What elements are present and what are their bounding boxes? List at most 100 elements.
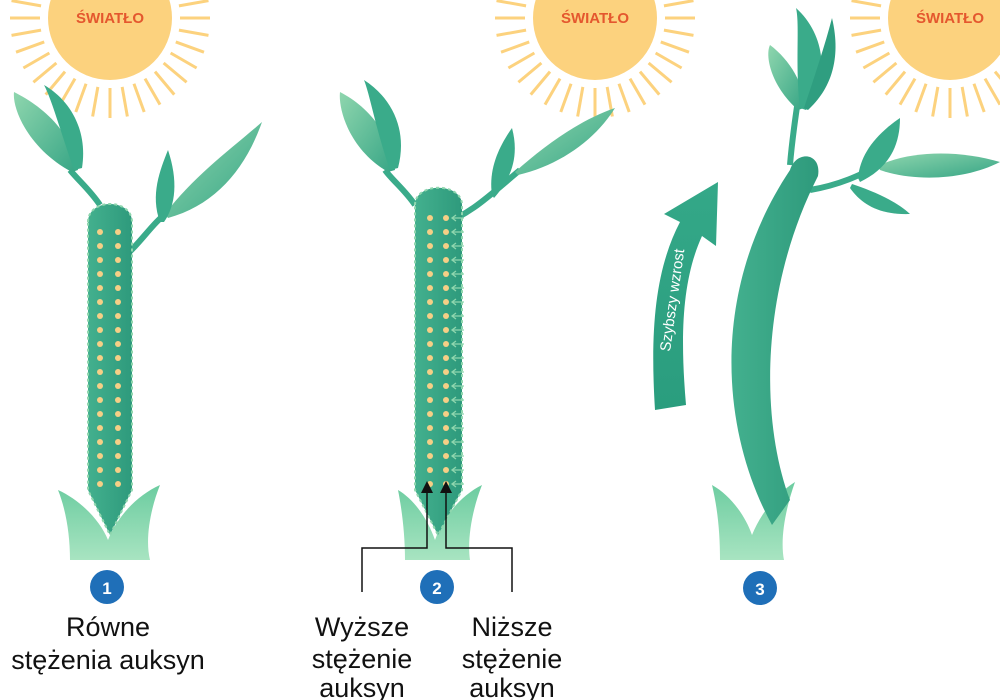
pointer-high-line [361,481,433,592]
auxin-dot [427,313,433,319]
stem-3 [731,156,819,525]
sun-ray [993,70,1000,80]
auxin-dot [115,467,121,473]
auxin-dot [443,439,449,445]
auxin-dot [427,285,433,291]
auxin-dot [443,355,449,361]
stem-2 [414,186,463,538]
number-badge-1 [90,570,124,604]
auxin-dot [427,453,433,459]
sun-ray [660,40,690,54]
auxin-dot [115,425,121,431]
auxin-dot [443,425,449,431]
auxin-flow-arrow [450,480,464,488]
sun-ray [862,51,891,70]
sun-ray [507,51,536,70]
auxin-dot [115,299,121,305]
auxin-flow-arrow [450,396,464,404]
sun-ray [559,83,573,113]
sun-ray [647,61,673,84]
auxin-dot [443,467,449,473]
auxin-dot [443,215,449,221]
sun-label-3: ŚWIATŁO [916,9,984,27]
auxin-dot [115,257,121,263]
sun-ray [931,86,940,117]
auxin-dot [427,467,433,473]
auxin-dot [443,229,449,235]
auxin-dot [97,411,103,417]
auxin-dot [97,481,103,487]
auxin-flow-arrow [450,354,464,362]
auxin-dot [115,229,121,235]
auxin-flow-arrow [450,214,464,222]
sun-ray [851,0,882,8]
auxin-dot [427,229,433,235]
auxin-dot [115,271,121,277]
auxin-dot [443,411,449,417]
auxin-flow-arrow [450,312,464,320]
top-leaf-c-3 [804,18,836,110]
auxin-dot [427,439,433,445]
sun-2: ŚWIATŁO [495,0,695,118]
left-leaf-stalk-1 [67,168,103,207]
auxin-dot [115,397,121,403]
side-leaf-low-3 [850,184,910,215]
sun-ray [983,77,1000,106]
right-leaf-small-2 [491,128,515,198]
auxin-dot [115,383,121,389]
auxin-dot [443,271,449,277]
top-leaf-stalk-3 [787,99,801,166]
stem-1 [87,203,133,538]
auxin-dot [443,327,449,333]
left-leaf-1 [13,92,78,172]
right-leaf-2 [515,108,615,175]
auxin-dot [443,453,449,459]
caption-2-left-line-1: Wyższe [315,612,409,642]
auxin-dot [115,285,121,291]
base-1 [58,485,160,560]
sun-ray [178,0,209,8]
sun-disc-3 [888,0,1000,80]
sun-ray [22,51,51,70]
panel-3: ŚWIATŁO Szybszy wzrost 3 [653,0,1000,605]
auxin-dot [97,313,103,319]
auxin-dot [115,411,121,417]
sun-ray [15,40,45,54]
auxin-dot [97,467,103,473]
sun-ray [132,83,146,113]
auxin-flow-arrow [450,298,464,306]
auxin-dot [97,271,103,277]
sun-ray [496,28,527,37]
auxin-dot [115,439,121,445]
top-leaf-3 [768,45,805,110]
auxin-dot [443,299,449,305]
auxin-dot [115,243,121,249]
sun-ray [628,77,647,106]
auxin-dots-1 [97,229,121,487]
sun-ray [496,0,527,8]
sun-ray [851,28,882,37]
auxin-dot [427,369,433,375]
sun-ray [169,51,198,70]
sun-rays-2 [495,0,695,118]
sun-ray [178,28,209,37]
auxin-dot [97,257,103,263]
sun-ray [638,70,661,96]
sun-ray [32,61,58,84]
auxin-dot [115,355,121,361]
left-leaf-top-2 [364,80,401,170]
number-badge-3-text: 3 [755,580,764,599]
number-badge-3 [743,571,777,605]
auxin-flow-arrow [450,410,464,418]
sun-label-2: ŚWIATŁO [561,9,629,27]
auxin-dot [443,257,449,263]
auxin-dot [443,397,449,403]
plant-1 [13,85,262,560]
auxin-flow-arrow [450,340,464,348]
left-leaf-2 [339,92,395,172]
auxin-dot [97,327,103,333]
sun-ray [162,61,188,84]
caption-2-left-line-2: stężenie [312,644,413,674]
auxin-dot [115,369,121,375]
auxin-dot [443,369,449,375]
